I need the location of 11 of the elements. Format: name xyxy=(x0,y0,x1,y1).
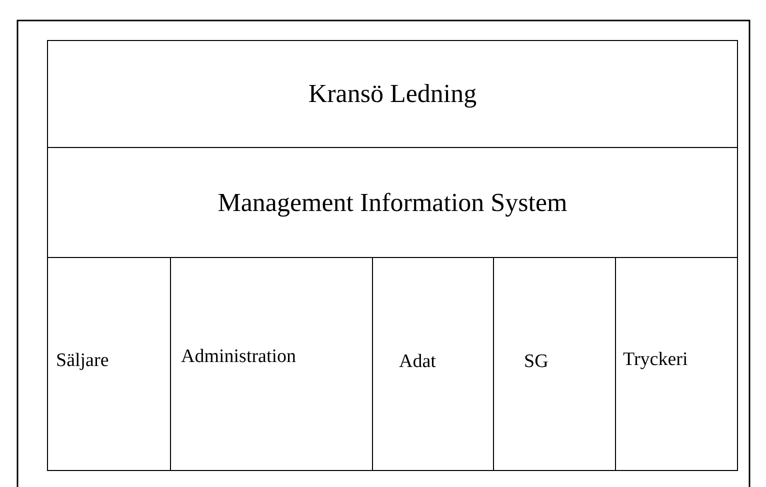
module-box xyxy=(615,257,738,471)
layer-band xyxy=(47,40,738,148)
module-label: Tryckeri xyxy=(623,349,688,371)
layer-title: Kransö Ledning xyxy=(308,79,477,109)
layer-title: Management Information System xyxy=(218,188,568,218)
module-label: Adat xyxy=(399,351,436,373)
module-box xyxy=(47,257,171,471)
module-label: Säljare xyxy=(56,350,109,372)
module-label: Administration xyxy=(181,346,296,368)
layer-band xyxy=(47,147,738,258)
module-label: SG xyxy=(524,351,548,373)
